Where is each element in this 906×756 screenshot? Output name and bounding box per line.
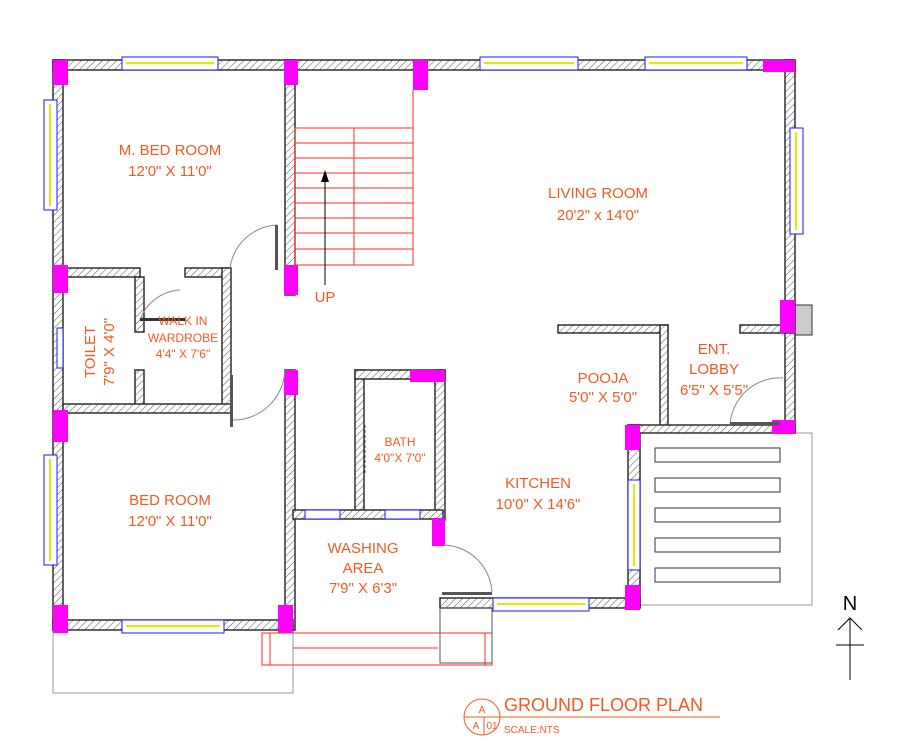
windows	[43, 56, 804, 634]
stairs-up-label: UP	[315, 289, 336, 306]
wardrobe-name-2: WARDROBE	[148, 331, 218, 345]
toilet-name: TOILET	[82, 326, 99, 378]
bubble-right: 01	[486, 721, 498, 732]
kitchen-size: 10'0" X 14'6"	[496, 496, 581, 513]
living-room-name: LIVING ROOM	[548, 185, 648, 202]
ent-lobby-size: 6'5" X 5'5"	[680, 382, 748, 399]
washing-name-2: AREA	[343, 560, 384, 577]
doors	[139, 224, 784, 595]
plinth-outline	[52, 304, 813, 694]
bath-name: BATH	[384, 435, 415, 449]
wardrobe-name-1: WALK IN	[159, 314, 208, 328]
bubble-left: A	[473, 721, 480, 732]
room-labels: M. BED ROOM 12'0" X 11'0" LIVING ROOM 20…	[82, 142, 748, 597]
bubble-top: A	[479, 705, 486, 716]
washing-name-1: WASHING	[327, 540, 398, 557]
wardrobe-size: 4'4" X 7'6"	[156, 347, 210, 361]
toilet-size: 7'9" X 4'0"	[101, 318, 118, 386]
north-label: N	[843, 593, 857, 615]
washing-size: 7'9" X 6'3"	[329, 580, 397, 597]
pooja-name: POOJA	[578, 370, 629, 387]
ent-lobby-name-1: ENT.	[698, 341, 731, 358]
plan-scale: SCALE:NTS	[504, 725, 560, 736]
kitchen-name: KITCHEN	[505, 475, 571, 492]
staircase	[261, 90, 493, 666]
master-bedroom-name: M. BED ROOM	[119, 142, 222, 159]
pooja-size: 5'0" X 5'0"	[569, 389, 637, 406]
bedroom-size: 12'0" X 11'0"	[128, 513, 212, 530]
living-room-size: 20'2" x 14'0"	[557, 207, 639, 224]
counter-slabs	[654, 447, 781, 583]
bedroom-name: BED ROOM	[129, 492, 211, 509]
ent-lobby-name-2: LOBBY	[689, 361, 739, 378]
master-bedroom-size: 12'0" X 11'0"	[128, 163, 212, 180]
bath-size: 4'0"X 7'0"	[374, 451, 425, 465]
plan-title: GROUND FLOOR PLAN	[504, 695, 703, 715]
north-arrow: N	[836, 593, 864, 680]
title-block: A A 01 GROUND FLOOR PLAN SCALE:NTS	[463, 695, 720, 736]
